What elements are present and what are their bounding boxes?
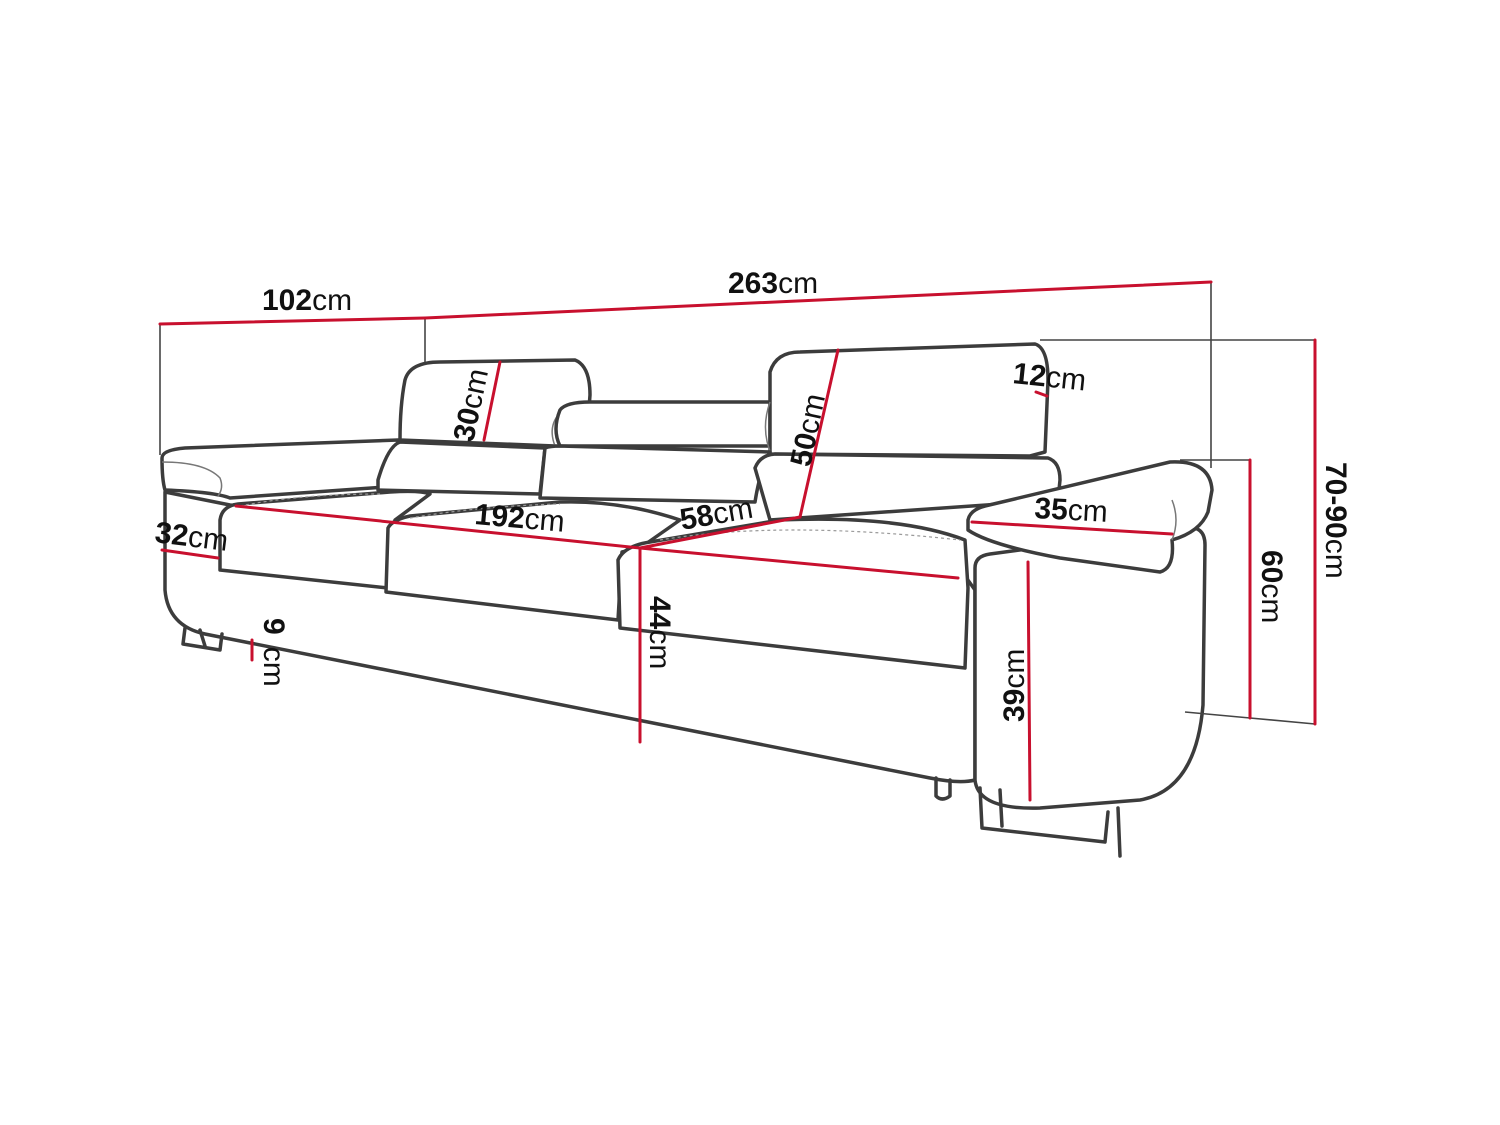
left-headrest — [398, 358, 592, 450]
label-leg-height: 9cm — [257, 618, 290, 687]
sofa-outline — [160, 342, 1214, 858]
left-armrest — [160, 438, 402, 500]
label-seat-height: 44cm — [643, 596, 676, 669]
back-cushion-right — [538, 444, 772, 504]
middle-foot — [934, 776, 952, 801]
right-headrest — [768, 342, 1050, 458]
label-armrest-height-side: 32cm — [153, 516, 230, 558]
left-leg-back — [198, 628, 207, 648]
label-back-height: 60cm — [1255, 550, 1288, 623]
label-backrest-height: 50cm — [785, 391, 833, 470]
label-total-height: 70-90cm — [1319, 462, 1352, 579]
right-armrest-side — [973, 525, 1207, 810]
line-seat-depth — [638, 515, 802, 550]
line-headrest-depth — [1034, 390, 1049, 398]
line-seat-width — [234, 504, 642, 550]
middle-bolster — [554, 400, 772, 448]
line-headrest-height — [482, 360, 502, 442]
line-backrest-height — [798, 348, 840, 519]
back-cushion-left — [376, 440, 547, 496]
line-seat-front — [638, 546, 960, 580]
label-headrest-height: 30cm — [448, 366, 496, 445]
line-armrest-height-side — [160, 548, 220, 560]
seat-cushion-middle — [384, 500, 682, 622]
seat-cushion-left — [218, 489, 432, 590]
label-seat-depth: 58cm — [677, 492, 755, 537]
left-leg — [181, 626, 224, 652]
label-arm-height: 39cm — [998, 649, 1031, 722]
label-total-width: 263cm — [728, 267, 818, 300]
right-leg — [978, 786, 1110, 844]
dimension-lines — [158, 280, 1317, 802]
right-leg-inner — [998, 788, 1004, 828]
back-cushion-far-right — [753, 452, 1062, 522]
right-leg-back — [1116, 806, 1122, 858]
right-armrest-top — [966, 460, 1214, 574]
line-armrest-width — [970, 520, 1174, 536]
label-headrest-depth: 12cm — [1011, 357, 1087, 397]
line-total-depth — [158, 316, 427, 326]
line-total-width — [423, 280, 1213, 320]
line-arm-height — [1026, 560, 1032, 802]
extension-lines — [159, 282, 1316, 725]
label-total-depth: 102cm — [262, 284, 352, 317]
label-seat-width: 192cm — [473, 498, 566, 539]
dimension-labels: 102cm 263cm 30cm 50cm 12cm 70-90cm 60cm … — [153, 267, 1352, 722]
label-armrest-width: 35cm — [1034, 492, 1109, 529]
